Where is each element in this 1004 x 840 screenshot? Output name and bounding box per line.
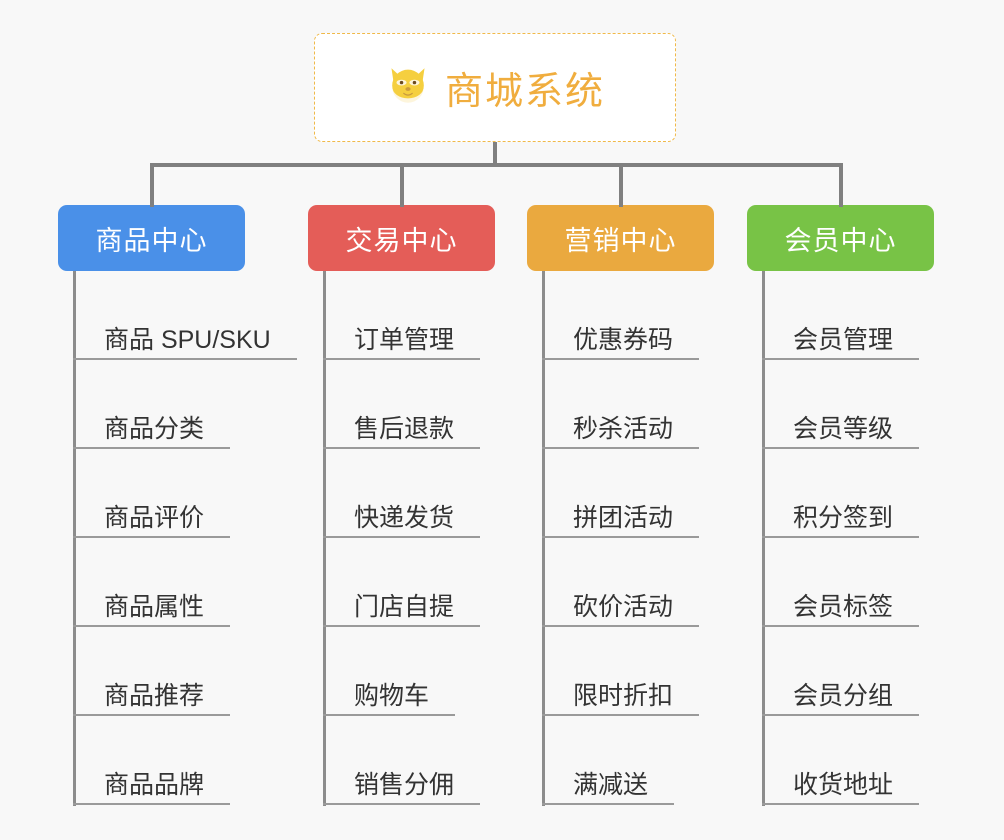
branch-trunk-2 <box>323 271 326 806</box>
leaf-item[interactable]: 会员管理 <box>762 271 920 360</box>
leaf-item[interactable]: 会员等级 <box>762 360 920 449</box>
leaf-item[interactable]: 限时折扣 <box>542 627 700 716</box>
category-header-label: 商品中心 <box>95 225 208 256</box>
connector-root-stem <box>493 142 497 166</box>
leaf-item[interactable]: 售后退款 <box>323 360 481 449</box>
leaf-item[interactable]: 会员标签 <box>762 538 920 627</box>
leaf-item-label: 会员等级 <box>793 415 894 444</box>
leaf-item-label: 商品 SPU/SKU <box>104 326 271 355</box>
leaf-item-label: 购物车 <box>354 682 430 711</box>
category-header-label: 交易中心 <box>345 225 458 256</box>
leaf-item-label: 会员标签 <box>793 593 894 622</box>
leaf-item-label: 商品属性 <box>104 593 205 622</box>
branch-trunk-1 <box>73 271 76 806</box>
leaf-item-label: 限时折扣 <box>573 682 674 711</box>
leaf-item[interactable]: 秒杀活动 <box>542 360 700 449</box>
leaf-item-label: 商品推荐 <box>104 682 205 711</box>
branch-trunk-3 <box>542 271 545 806</box>
leaf-item-label: 满减送 <box>573 771 649 800</box>
shiba-dog-face-icon <box>385 61 431 114</box>
leaf-item-label: 订单管理 <box>354 326 455 355</box>
leaf-item-label: 销售分佣 <box>354 771 455 800</box>
root-node-label: 商城系统 <box>444 71 605 113</box>
leaf-item[interactable]: 快递发货 <box>323 449 481 538</box>
category-header-1[interactable]: 商品中心 <box>58 205 245 271</box>
leaf-item-label: 会员管理 <box>793 326 894 355</box>
leaf-item-label: 商品品牌 <box>104 771 205 800</box>
leaf-item-label: 快递发货 <box>354 504 455 533</box>
leaf-item[interactable]: 商品推荐 <box>73 627 231 716</box>
category-header-3[interactable]: 营销中心 <box>527 205 714 271</box>
leaf-item[interactable]: 商品品牌 <box>73 716 231 805</box>
leaf-item[interactable]: 购物车 <box>323 627 456 716</box>
category-header-2[interactable]: 交易中心 <box>308 205 495 271</box>
root-node[interactable]: 商城系统 <box>314 33 676 142</box>
leaf-item-label: 门店自提 <box>354 593 455 622</box>
leaf-item[interactable]: 优惠券码 <box>542 271 700 360</box>
connector-drop-4 <box>839 163 843 207</box>
leaf-item[interactable]: 门店自提 <box>323 538 481 627</box>
leaf-item-label: 积分签到 <box>793 504 894 533</box>
leaf-item-label: 收货地址 <box>793 771 894 800</box>
leaf-item[interactable]: 商品评价 <box>73 449 231 538</box>
connector-horizontal-bus <box>150 163 842 167</box>
leaf-item-label: 商品评价 <box>104 504 205 533</box>
leaf-item[interactable]: 商品 SPU/SKU <box>73 271 297 360</box>
leaf-item[interactable]: 订单管理 <box>323 271 481 360</box>
connector-drop-1 <box>150 163 154 207</box>
leaf-item[interactable]: 收货地址 <box>762 716 920 805</box>
branch-trunk-4 <box>762 271 765 806</box>
leaf-item-label: 商品分类 <box>104 415 205 444</box>
leaf-item[interactable]: 拼团活动 <box>542 449 700 538</box>
leaf-item[interactable]: 积分签到 <box>762 449 920 538</box>
leaf-item[interactable]: 商品属性 <box>73 538 231 627</box>
leaf-item-label: 优惠券码 <box>573 326 674 355</box>
leaf-item[interactable]: 满减送 <box>542 716 675 805</box>
leaf-item-label: 秒杀活动 <box>573 415 674 444</box>
leaf-item-label: 售后退款 <box>354 415 455 444</box>
leaf-item-label: 砍价活动 <box>573 593 674 622</box>
connector-drop-2 <box>400 163 404 207</box>
leaf-item-label: 拼团活动 <box>573 504 674 533</box>
leaf-item[interactable]: 商品分类 <box>73 360 231 449</box>
category-header-label: 会员中心 <box>784 225 897 256</box>
connector-drop-3 <box>619 163 623 207</box>
leaf-item[interactable]: 销售分佣 <box>323 716 481 805</box>
leaf-item[interactable]: 会员分组 <box>762 627 920 716</box>
category-header-4[interactable]: 会员中心 <box>747 205 934 271</box>
leaf-item[interactable]: 砍价活动 <box>542 538 700 627</box>
category-header-label: 营销中心 <box>564 225 677 256</box>
leaf-item-label: 会员分组 <box>793 682 894 711</box>
